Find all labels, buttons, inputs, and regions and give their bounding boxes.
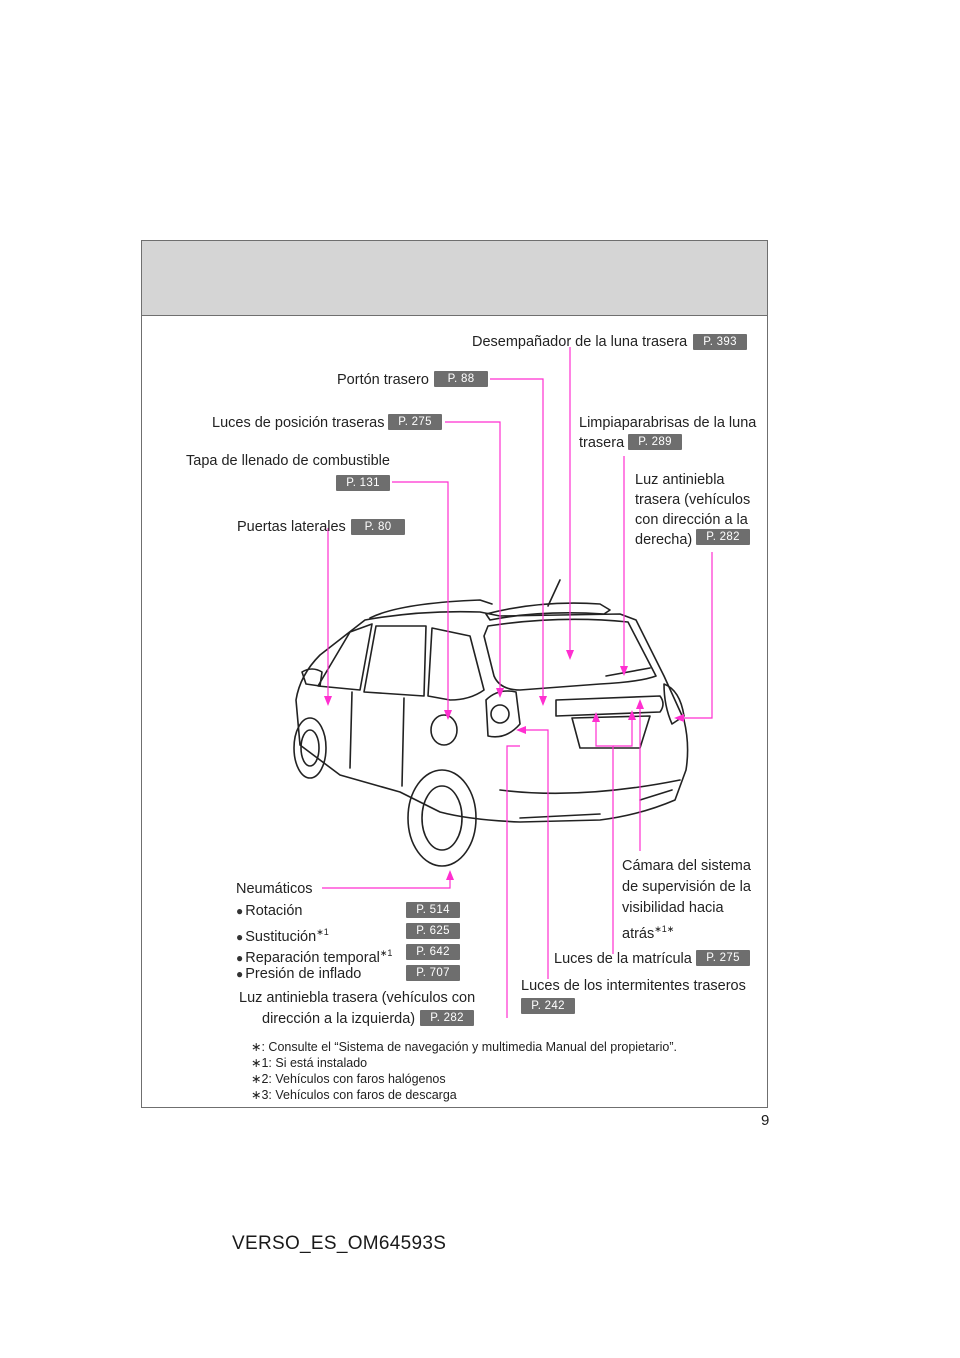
label-puertas: Puertas laterales — [237, 519, 346, 535]
ref-puertas[interactable]: P. 80 — [351, 519, 405, 535]
header-band — [142, 241, 767, 316]
ref-limpiaparabrisas[interactable]: P. 289 — [628, 434, 682, 450]
ref-porton[interactable]: P. 88 — [434, 371, 488, 387]
bullet-icon: ● — [236, 967, 244, 981]
item-sustitucion-text: Sustitución — [245, 928, 317, 945]
label-luces-intermitentes: Luces de los intermitentes traseros — [521, 978, 746, 994]
ref-luz-antiniebla-izq[interactable]: P. 282 — [420, 1010, 474, 1026]
footnote-2: ∗2: Vehículos con faros halógenos — [251, 1072, 446, 1086]
ref-luz-antiniebla-der[interactable]: P. 282 — [696, 529, 750, 545]
ref-luces-posicion[interactable]: P. 275 — [388, 414, 442, 430]
page-number: 9 — [761, 1112, 770, 1129]
item-reparacion-mark: ∗1 — [379, 948, 393, 958]
bullet-icon: ● — [236, 904, 244, 918]
label-luz-antiniebla-izq-line1: Luz antiniebla trasera (vehículos con — [239, 990, 476, 1006]
content-frame — [141, 240, 768, 1108]
item-sustitucion: ●Sustitución∗1 — [236, 923, 329, 946]
ref-desempanador[interactable]: P. 393 — [693, 334, 747, 350]
item-reparacion-text: Reparación temporal — [245, 949, 380, 966]
footnote-star: ∗: Consulte el “Sistema de navegación y … — [251, 1040, 677, 1054]
label-luces-matricula: Luces de la matrícula — [554, 951, 692, 967]
bullet-icon: ● — [236, 929, 244, 944]
ref-sustitucion[interactable]: P. 625 — [406, 923, 460, 939]
ref-luces-intermitentes[interactable]: P. 242 — [521, 998, 575, 1014]
ref-rotacion[interactable]: P. 514 — [406, 902, 460, 918]
label-limpiaparabrisas: Limpiaparabrisas de la luna trasera — [579, 413, 759, 453]
label-camara: Cámara del sistema de supervisión de la … — [622, 856, 762, 945]
label-limpiaparabrisas-text: Limpiaparabrisas de la luna trasera — [579, 415, 757, 451]
ref-reparacion[interactable]: P. 642 — [406, 944, 460, 960]
footnote-1: ∗1: Si está instalado — [251, 1056, 368, 1070]
label-luz-antiniebla-der: Luz antiniebla trasera (vehículos con di… — [635, 470, 765, 550]
item-presion-text: Presión de inflado — [245, 966, 362, 982]
label-desempanador: Desempañador de la luna trasera — [472, 334, 688, 350]
label-neumaticos: Neumáticos — [236, 881, 313, 897]
item-reparacion: ●Reparación temporal∗1 — [236, 944, 392, 967]
item-rotacion: ●Rotación — [236, 902, 302, 920]
label-tapa: Tapa de llenado de combustible — [186, 453, 390, 469]
doc-code: VERSO_ES_OM64593S — [232, 1233, 447, 1254]
item-presion: ●Presión de inflado — [236, 965, 361, 983]
item-rotacion-text: Rotación — [245, 903, 303, 919]
label-camara-mark: ∗1∗ — [654, 924, 675, 934]
label-porton: Portón trasero — [337, 372, 429, 388]
bullet-icon: ● — [236, 950, 244, 965]
label-camara-text: Cámara del sistema de supervisión de la … — [622, 858, 751, 942]
ref-tapa[interactable]: P. 131 — [336, 475, 390, 491]
ref-luces-matricula[interactable]: P. 275 — [696, 950, 750, 966]
label-luz-antiniebla-izq-line2: dirección a la izquierda) — [262, 1011, 416, 1027]
label-luz-antiniebla-der-text: Luz antiniebla trasera (vehículos con di… — [635, 472, 751, 548]
ref-presion[interactable]: P. 707 — [406, 965, 460, 981]
item-sustitucion-mark: ∗1 — [316, 927, 329, 937]
footnote-3: ∗3: Vehículos con faros de descarga — [251, 1088, 457, 1102]
label-luces-posicion: Luces de posición traseras — [212, 415, 385, 431]
